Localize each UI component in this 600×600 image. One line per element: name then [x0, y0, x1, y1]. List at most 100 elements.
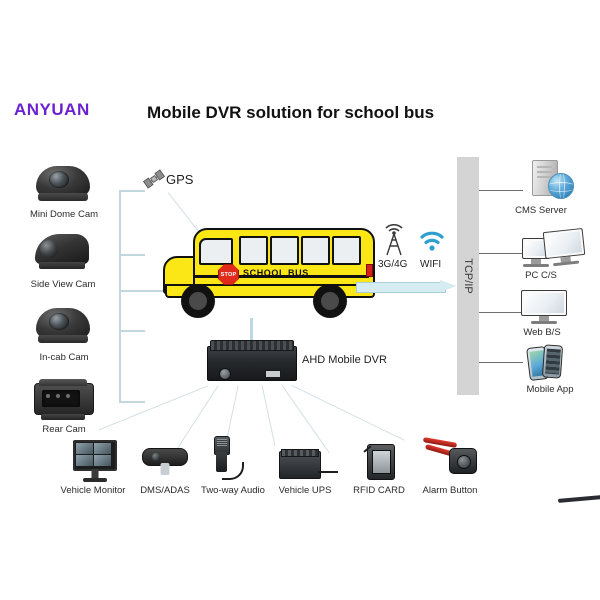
- camera-label-mini-dome: Mini Dome Cam: [29, 209, 99, 220]
- monitor-quadrant: [76, 455, 93, 466]
- platform-web-bs: [521, 290, 571, 324]
- dvr-lock-knob: [219, 368, 231, 380]
- accessory-label-vehicle-ups: Vehicle UPS: [278, 485, 332, 496]
- platform-line-web: [479, 312, 523, 313]
- platform-label-mobile-app: Mobile App: [526, 384, 574, 395]
- phone-screen: [544, 348, 561, 375]
- camera-label-rear: Rear Cam: [42, 424, 86, 435]
- label-3g-4g: 3G/4G: [378, 259, 408, 270]
- monitor-foot: [523, 264, 549, 267]
- accessory-rfid-card: [361, 440, 401, 482]
- camera-branch-line-2: [119, 254, 145, 256]
- data-flow-arrow: [356, 280, 462, 293]
- camera-branch-line-1: [119, 190, 145, 192]
- monitor-screen: [545, 231, 583, 256]
- brand-logo: ANYUAN: [14, 100, 90, 119]
- bus-stripe: [195, 275, 369, 278]
- camera-rear: [34, 379, 94, 420]
- camera-led: [46, 394, 50, 398]
- smartphone-secondary-icon: [541, 344, 564, 379]
- tcpip-bar: TCP/IP: [457, 157, 479, 395]
- microphone-body: [216, 452, 227, 472]
- ups-heatsink: [281, 449, 319, 457]
- bus-windshield: [199, 238, 233, 265]
- accessory-vehicle-monitor: [71, 440, 119, 482]
- accessory-two-way-audio: [208, 436, 258, 482]
- school-bus-illustration: STOP SCHOOL BUS: [163, 228, 375, 320]
- bus-body-text: SCHOOL BUS: [243, 268, 309, 278]
- monitor-foot: [83, 478, 107, 482]
- accessory-label-rfid-card: RFID CARD: [353, 485, 405, 496]
- bus-window: [301, 236, 330, 265]
- bus-taillight: [366, 264, 373, 277]
- camera-hood: [39, 379, 87, 386]
- camera-lens: [152, 453, 160, 461]
- camera-face: [42, 390, 80, 407]
- platform-label-web-bs: Web B/S: [523, 327, 561, 338]
- monitor-screen: [525, 241, 547, 256]
- microphone-grill: [217, 439, 227, 447]
- microphone-cord: [222, 462, 244, 480]
- camera-base: [38, 335, 88, 343]
- wifi-icon: [418, 228, 446, 259]
- monitor-foot: [553, 260, 580, 267]
- alarm-button-icon: [449, 448, 477, 474]
- platform-pc-cs: [522, 227, 586, 267]
- vehicle-monitor-icon: [73, 440, 117, 471]
- accessory-dms-adas: [140, 448, 190, 482]
- dvr-accessory-line-6: [291, 385, 405, 442]
- rfid-card-slot: [372, 450, 391, 474]
- bus-wheel-rear: [313, 284, 347, 318]
- dome-camera-icon: [36, 166, 90, 201]
- page-title: Mobile DVR solution for school bus: [147, 103, 435, 122]
- camera-label-side-view: Side View Cam: [30, 279, 96, 290]
- monitor-quadrant: [94, 443, 111, 454]
- bus-window: [239, 236, 268, 265]
- arrow-head: [440, 280, 456, 292]
- camera-mini-dome: [36, 166, 92, 202]
- rear-camera-icon: [34, 379, 94, 420]
- accessory-alarm-button: [422, 436, 479, 482]
- alarm-press-button: [457, 455, 471, 469]
- monitor-foot: [531, 321, 557, 324]
- stop-sign-icon: STOP: [218, 264, 239, 285]
- camera-lens: [49, 171, 69, 188]
- accessory-label-dms-adas: DMS/ADAS: [140, 485, 190, 496]
- camera-base: [38, 193, 88, 201]
- platform-label-pc-cs: PC C/S: [525, 270, 557, 281]
- ups-cable: [318, 471, 338, 473]
- camera-led: [56, 394, 60, 398]
- camera-lens: [49, 313, 69, 330]
- edge-artifact: [557, 495, 600, 503]
- rfid-card-reader-icon: [367, 444, 395, 480]
- monitor-stand: [531, 259, 541, 265]
- camera-side-view: [35, 234, 91, 270]
- monitor-quadrant: [94, 455, 111, 466]
- platform-cms-server: [524, 160, 580, 200]
- bus-to-dvr-line: [250, 318, 253, 340]
- bus-window: [270, 236, 299, 265]
- bus-window: [332, 236, 361, 265]
- bus-wheel-front: [181, 284, 215, 318]
- recorder-label: AHD Mobile DVR: [302, 354, 387, 366]
- satellite-icon: [142, 168, 166, 195]
- camera-branch-line-3: [119, 330, 145, 332]
- in-cab-dome-camera-icon: [36, 308, 90, 343]
- monitor-stand: [91, 469, 99, 478]
- accessory-label-two-way-audio: Two-way Audio: [201, 485, 265, 496]
- platform-line-cms: [479, 190, 523, 191]
- arrow-shaft: [356, 282, 446, 293]
- dvr-heatsink: [210, 340, 294, 351]
- platform-line-mobile: [479, 362, 523, 363]
- dvr-accessory-line-5: [281, 385, 330, 454]
- dvr-shell: [207, 346, 297, 381]
- accessory-label-alarm-button: Alarm Button: [422, 485, 478, 496]
- camera-label-in-cab: In-cab Cam: [39, 352, 89, 363]
- platform-label-cms-server: CMS Server: [515, 205, 567, 216]
- label-wifi: WIFI: [420, 259, 442, 270]
- camera-bracket: [41, 414, 85, 420]
- camera-trunk-line: [119, 190, 121, 402]
- tcpip-label: TCP/IP: [462, 258, 474, 294]
- camera-base: [39, 262, 85, 269]
